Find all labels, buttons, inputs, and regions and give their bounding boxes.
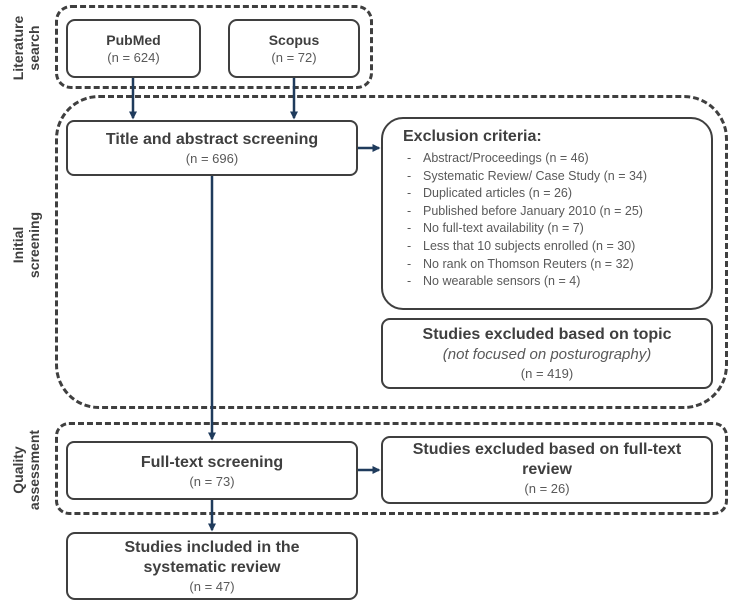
pubmed-box: PubMed (n = 624) bbox=[66, 19, 201, 78]
exclusion-item: Systematic Review/ Case Study (n = 34) bbox=[403, 168, 711, 186]
pubmed-title: PubMed bbox=[106, 32, 161, 48]
full-text-screening-count: (n = 73) bbox=[189, 474, 235, 489]
topic-excluded-title: Studies excluded based on topic bbox=[422, 326, 672, 343]
literature-search-region bbox=[55, 5, 373, 89]
exclusion-criteria-title: Exclusion criteria: bbox=[403, 128, 542, 145]
title-abstract-screening-count: (n = 696) bbox=[185, 151, 239, 166]
topic-excluded-count: (n = 419) bbox=[520, 366, 574, 381]
scopus-box: Scopus (n = 72) bbox=[228, 19, 360, 78]
fulltext-excluded-count: (n = 26) bbox=[524, 481, 570, 496]
exclusion-criteria-list: Abstract/Proceedings (n = 46) Systematic… bbox=[403, 150, 711, 291]
title-abstract-screening-title: Title and abstract screening bbox=[105, 131, 319, 148]
full-text-screening-box: Full-text screening (n = 73) bbox=[66, 441, 358, 500]
scopus-count: (n = 72) bbox=[271, 50, 317, 65]
included-studies-title: Studies included in the systematic revie… bbox=[124, 539, 300, 576]
exclusion-criteria-box: Exclusion criteria: Abstract/Proceedings… bbox=[381, 117, 713, 310]
full-text-screening-title: Full-text screening bbox=[140, 454, 284, 471]
exclusion-item: Published before January 2010 (n = 25) bbox=[403, 203, 711, 221]
exclusion-item: No full-text availability (n = 7) bbox=[403, 220, 711, 238]
title-abstract-screening-box: Title and abstract screening (n = 696) bbox=[66, 120, 358, 176]
topic-excluded-box: Studies excluded based on topic (not foc… bbox=[381, 318, 713, 389]
scopus-title: Scopus bbox=[268, 32, 320, 48]
stage-label-initial-screening: Initial screening bbox=[10, 211, 42, 279]
initial-screening-region bbox=[55, 95, 728, 409]
exclusion-item: Less that 10 subjects enrolled (n = 30) bbox=[403, 238, 711, 256]
exclusion-item: No wearable sensors (n = 4) bbox=[403, 273, 711, 291]
pubmed-count: (n = 624) bbox=[107, 50, 160, 65]
exclusion-item: No rank on Thomson Reuters (n = 32) bbox=[403, 256, 711, 274]
quality-assessment-region bbox=[55, 422, 728, 515]
stage-label-quality-assessment: Quality assessment bbox=[10, 429, 42, 511]
fulltext-excluded-box: Studies excluded based on full-text revi… bbox=[381, 436, 713, 504]
topic-excluded-subtitle: (not focused on posturography) bbox=[442, 346, 652, 363]
exclusion-item: Duplicated articles (n = 26) bbox=[403, 185, 711, 203]
included-studies-count: (n = 47) bbox=[189, 579, 235, 594]
stage-label-literature-search: Literature search bbox=[10, 15, 42, 81]
fulltext-excluded-title: Studies excluded based on full-text revi… bbox=[412, 441, 682, 478]
included-studies-box: Studies included in the systematic revie… bbox=[66, 532, 358, 600]
exclusion-item: Abstract/Proceedings (n = 46) bbox=[403, 150, 711, 168]
